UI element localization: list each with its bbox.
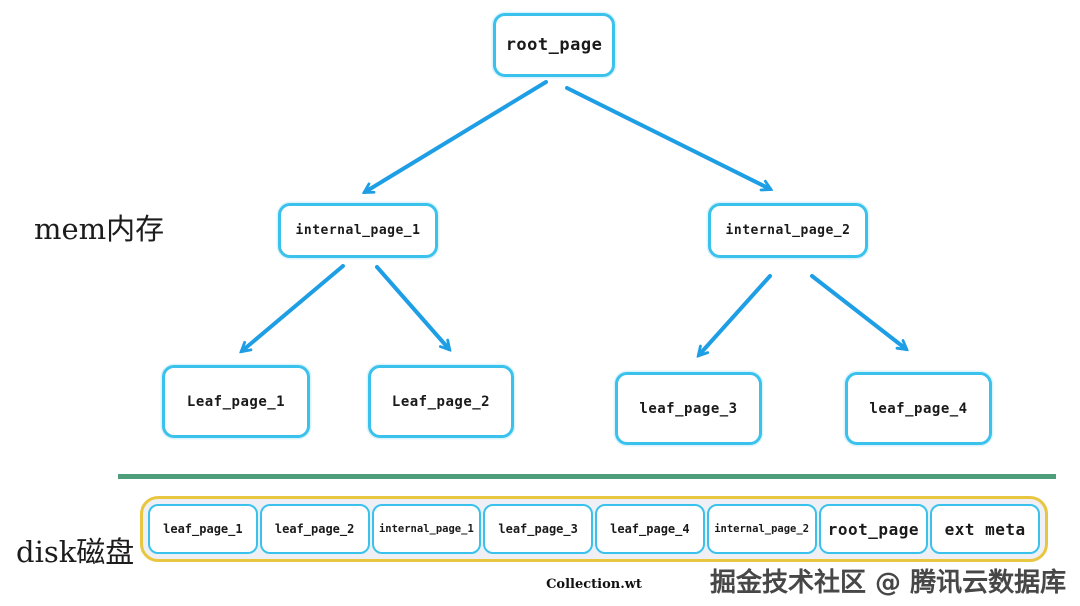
- disk-block-leaf-page-3: leaf_page_3: [483, 504, 593, 554]
- tree-node-internal-page-2: internal_page_2: [708, 203, 868, 258]
- disk-block-ext-meta: ext meta: [930, 504, 1040, 554]
- tree-node-leaf-page-2: Leaf_page_2: [368, 365, 514, 438]
- mem-section-label: mem内存: [34, 212, 165, 246]
- arrow-internal2-to-leaf4: [810, 274, 906, 349]
- watermark-text: 掘金技术社区 @ 腾讯云数据库: [710, 568, 1067, 598]
- disk-file-container: leaf_page_1 leaf_page_2 internal_page_1 …: [140, 496, 1048, 562]
- tree-node-leaf-page-1: Leaf_page_1: [162, 365, 310, 438]
- disk-block-internal-page-2: internal_page_2: [706, 504, 817, 554]
- arrow-internal1-to-leaf1: [242, 264, 345, 351]
- disk-block-root-page: root_page: [818, 504, 929, 554]
- disk-section-label: disk磁盘: [16, 535, 135, 569]
- arrow-root-to-internal-1: [365, 80, 548, 192]
- tree-node-leaf-page-3: leaf_page_3: [615, 372, 762, 445]
- arrow-internal1-to-leaf2: [375, 265, 449, 349]
- arrow-root-to-internal-2: [565, 86, 770, 189]
- tree-node-internal-page-1: internal_page_1: [278, 203, 438, 258]
- arrow-internal2-to-leaf3: [699, 274, 772, 355]
- mem-disk-divider: [118, 474, 1056, 479]
- disk-block-leaf-page-2: leaf_page_2: [259, 504, 370, 554]
- tree-node-leaf-page-4: leaf_page_4: [845, 372, 992, 445]
- collection-file-name: Collection.wt: [546, 577, 642, 592]
- tree-node-root-page: root_page: [493, 13, 615, 77]
- disk-block-internal-page-1: internal_page_1: [371, 504, 482, 554]
- disk-block-leaf-page-1: leaf_page_1: [148, 504, 258, 554]
- disk-block-leaf-page-4: leaf_page_4: [595, 504, 705, 554]
